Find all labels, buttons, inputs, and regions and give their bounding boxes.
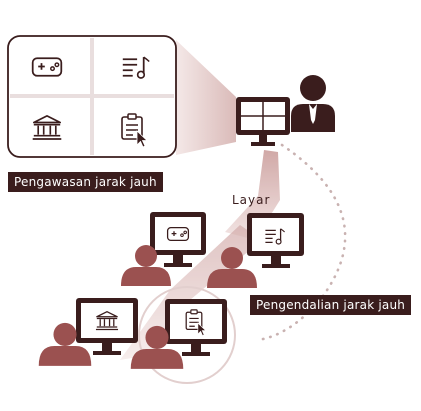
selection-highlight bbox=[138, 286, 236, 384]
member-monitor-4 bbox=[165, 299, 227, 356]
member-monitor-1 bbox=[150, 212, 206, 267]
remote-control-path bbox=[256, 143, 347, 342]
admin-monitor bbox=[236, 97, 290, 146]
remote-control-label: Pengendalian jarak jauh bbox=[250, 295, 412, 315]
view-beam bbox=[176, 40, 236, 155]
monitoring-panel bbox=[7, 35, 177, 158]
member-monitor-3 bbox=[76, 298, 138, 355]
admin-person bbox=[291, 75, 335, 132]
remote-monitoring-label: Pengawasan jarak jauh bbox=[8, 172, 163, 192]
member-monitor-2 bbox=[247, 213, 304, 268]
screen-label: Layar bbox=[232, 193, 271, 207]
